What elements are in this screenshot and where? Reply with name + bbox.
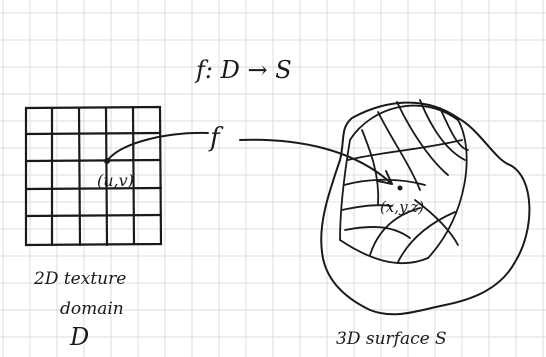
patch-grid-line	[369, 207, 421, 256]
patch-edge-left	[339, 139, 351, 241]
surface-patch-grid	[339, 99, 469, 265]
domain-grid-hline	[24, 131, 162, 136]
mapping-arrow-right	[239, 138, 393, 185]
domain-border	[24, 105, 163, 247]
patch-grid-line	[361, 129, 380, 206]
domain-caption-line3: D	[69, 323, 89, 351]
patch-grid-line	[439, 107, 469, 151]
domain-point-label: (u,v)	[97, 171, 134, 190]
surface-point-dot	[397, 185, 403, 191]
mapping-label: f: D → S	[194, 56, 292, 84]
patch-edge-top	[349, 104, 459, 141]
domain-grid-vline	[104, 106, 109, 247]
patch-edge-bottom	[339, 239, 429, 265]
domain-grid-hline	[24, 213, 163, 218]
patch-grid-line	[419, 99, 466, 161]
patch-grid-line	[396, 101, 449, 176]
domain-grid-hline	[24, 158, 162, 163]
domain-grid-vline	[77, 106, 82, 247]
patch-grid-line	[343, 178, 426, 186]
patch-grid-line	[347, 139, 463, 161]
domain-caption-line1: 2D texture	[33, 269, 126, 289]
surface-point-label: (x,y,z)	[380, 198, 424, 216]
patch-edge-right	[427, 119, 468, 259]
patch-grid-line	[414, 199, 459, 246]
arrowhead	[377, 170, 393, 185]
patch-grid-line	[344, 226, 411, 239]
domain-grid-hline	[24, 186, 163, 191]
surface-caption: 3D surface S	[336, 329, 447, 349]
domain-caption-line2: domain	[60, 299, 124, 319]
mapping-arrow-left	[106, 131, 209, 162]
domain-grid-vline	[131, 105, 136, 246]
surface-outline	[320, 101, 531, 316]
patch-grid-line	[341, 204, 393, 211]
patch-grid-line	[397, 211, 456, 263]
texture-domain-grid	[24, 105, 163, 247]
